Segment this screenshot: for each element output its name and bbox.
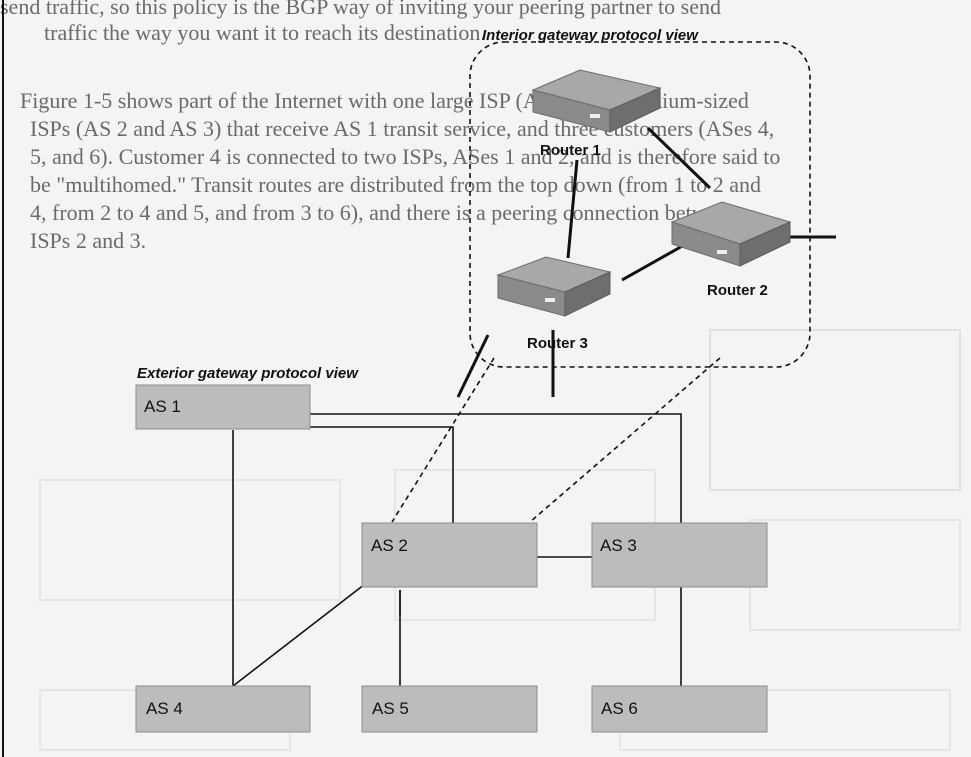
stub-r3-left <box>456 334 490 398</box>
link-r1-r3 <box>566 159 579 259</box>
router-3-device <box>496 256 612 317</box>
background-text-line: send traffic, so this policy is the BGP … <box>0 0 721 19</box>
link-r1-r2 <box>646 126 712 190</box>
as-label: AS 4 <box>146 699 183 718</box>
background-text-line: be "multihomed." Transit routes are dist… <box>30 172 762 197</box>
as-label: AS 2 <box>371 536 408 555</box>
as-label: AS 6 <box>601 699 638 718</box>
as-node-as5: AS 5 <box>361 685 538 733</box>
interior-view-boundary <box>469 41 811 368</box>
background-text-line: 5, and 6). Customer 4 is connected to tw… <box>30 144 781 169</box>
background-text-line: ISPs 2 and 3. <box>30 228 147 253</box>
link-as1-as3 <box>310 413 682 532</box>
as-label: AS 5 <box>372 699 409 718</box>
as-label: AS 3 <box>600 536 637 555</box>
router-2-device <box>670 201 792 267</box>
router-label: Router 2 <box>707 282 768 299</box>
interior-view-title: Interior gateway protocol view <box>482 27 699 44</box>
background-text-line: traffic the way you want it to reach its… <box>44 20 486 45</box>
as-node-as2: AS 2 <box>361 522 538 588</box>
exterior-view-title: Exterior gateway protocol view <box>137 365 359 382</box>
projection-line-left <box>391 357 495 523</box>
as-boxes: AS 1 AS 2 AS 3 AS 4 AS 5 AS 6 <box>135 384 768 733</box>
as-node-as1: AS 1 <box>135 384 311 430</box>
as-node-as6: AS 6 <box>591 685 768 733</box>
router-1-device <box>531 69 662 133</box>
as-node-as4: AS 4 <box>135 685 311 733</box>
router-label: Router 3 <box>527 335 588 352</box>
as-node-as3: AS 3 <box>591 522 768 588</box>
link-as1-as2 <box>310 426 454 532</box>
background-text-line: 4, from 2 to 4 and 5, and from 3 to 6), … <box>30 200 739 225</box>
projection-line-right <box>529 357 721 523</box>
as-label: AS 1 <box>144 397 181 416</box>
router-label: Router 1 <box>540 142 601 159</box>
